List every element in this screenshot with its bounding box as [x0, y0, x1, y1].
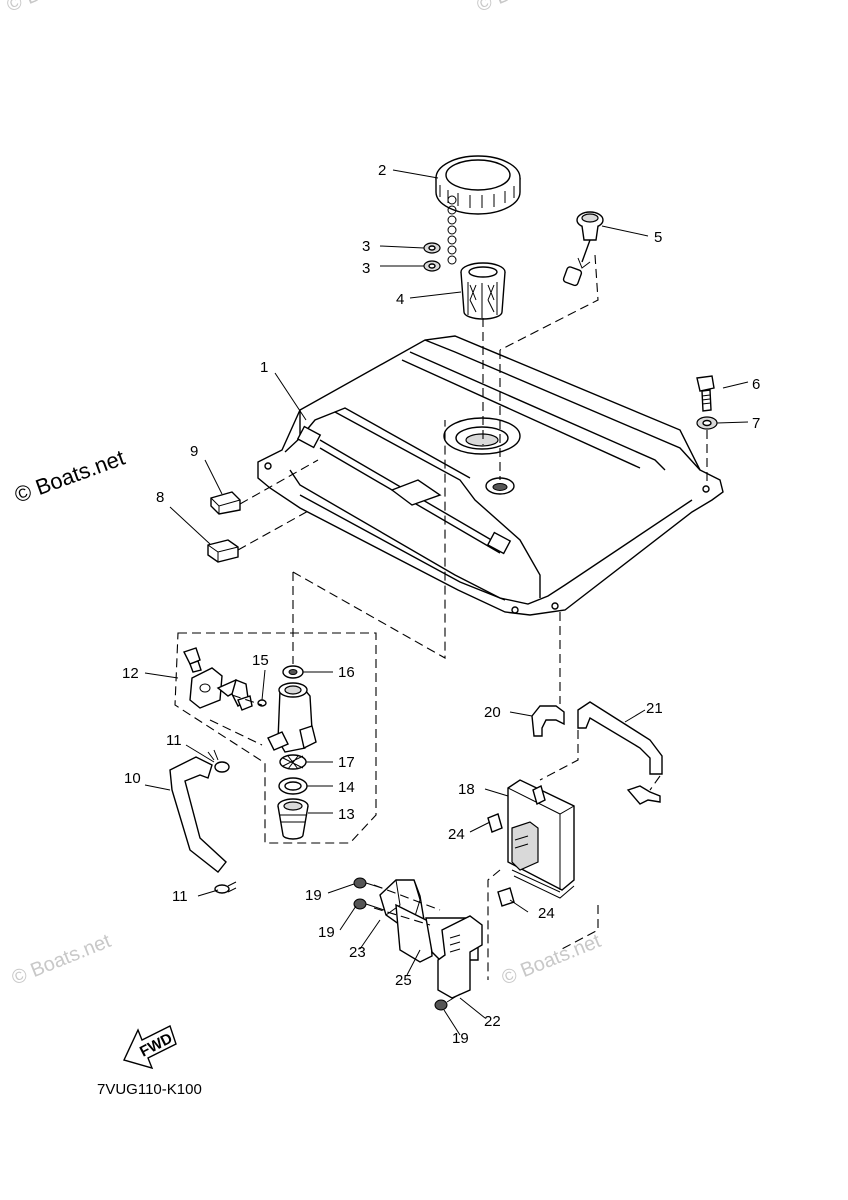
washer-3-lower: [423, 260, 441, 272]
callout-17: 17: [338, 754, 355, 771]
fuel-gauge: [562, 211, 604, 287]
callout-1: 1: [260, 359, 268, 376]
callout-18: 18: [458, 781, 475, 798]
watermark-main: © Boats.net: [11, 445, 128, 508]
fuel-hose-10: [169, 756, 227, 873]
washer-7: [696, 416, 718, 430]
leader-lines: [144, 169, 749, 1036]
clip-24-upper: [487, 813, 503, 833]
washer-3-upper: [423, 242, 441, 254]
callout-19-lower: 19: [452, 1030, 469, 1047]
fuel-filler-cap: [435, 155, 521, 215]
bolt-6: [696, 375, 715, 412]
bolt-19-lower: [434, 993, 461, 1011]
clip-11-upper: [207, 749, 230, 773]
cap-chain: [447, 195, 457, 265]
callout-4: 4: [396, 291, 404, 308]
callout-11-upper: 11: [166, 732, 182, 749]
fwd-arrow-icon: FWD: [123, 1025, 177, 1070]
callout-21: 21: [646, 700, 663, 717]
callout-3-lower: 3: [362, 260, 370, 277]
canister-18: [507, 779, 575, 899]
callout-25: 25: [395, 972, 412, 989]
callout-20: 20: [484, 704, 501, 721]
callout-2: 2: [378, 162, 386, 179]
watermark-faint-top-right: © Boats.net: [474, 0, 580, 17]
watermark-faint-bottom-right: © Boats.net: [499, 930, 605, 990]
fuel-strainer: [460, 262, 506, 320]
damper-8: [207, 539, 239, 563]
callout-14: 14: [338, 779, 355, 796]
callout-7: 7: [752, 415, 760, 432]
clip-11-lower: [214, 881, 237, 894]
callout-23: 23: [349, 944, 366, 961]
bolt-19-middle: [353, 898, 385, 911]
assembly-lines: [209, 254, 708, 980]
breather-hose-20: [531, 705, 565, 737]
callout-5: 5: [654, 229, 662, 246]
callout-12: 12: [122, 665, 139, 682]
callout-6: 6: [752, 376, 760, 393]
diagram-code: 7VUG110-K100: [97, 1081, 202, 1098]
damper-9: [210, 491, 241, 515]
clip-24-lower: [497, 887, 515, 907]
callout-8: 8: [156, 489, 164, 506]
bracket-22: [437, 915, 483, 999]
callout-19-middle: 19: [318, 924, 335, 941]
callout-15: 15: [252, 652, 269, 669]
callout-19-upper: 19: [305, 887, 322, 904]
breather-hose-21: [577, 701, 663, 805]
callout-3-upper: 3: [362, 238, 370, 255]
callout-22: 22: [484, 1013, 501, 1030]
callout-24-upper: 24: [448, 826, 465, 843]
fuel-tank: [257, 335, 724, 616]
watermark-faint-bottom-left: © Boats.net: [9, 930, 115, 990]
fuel-cock-assembly: [174, 632, 377, 844]
callout-24-lower: 24: [538, 905, 555, 922]
watermark-faint-top-left: © Boats.net: [4, 0, 110, 17]
callout-9: 9: [190, 443, 198, 460]
callout-10: 10: [124, 770, 141, 787]
callout-11-lower: 11: [172, 888, 188, 905]
callout-13: 13: [338, 806, 355, 823]
callout-16: 16: [338, 664, 355, 681]
